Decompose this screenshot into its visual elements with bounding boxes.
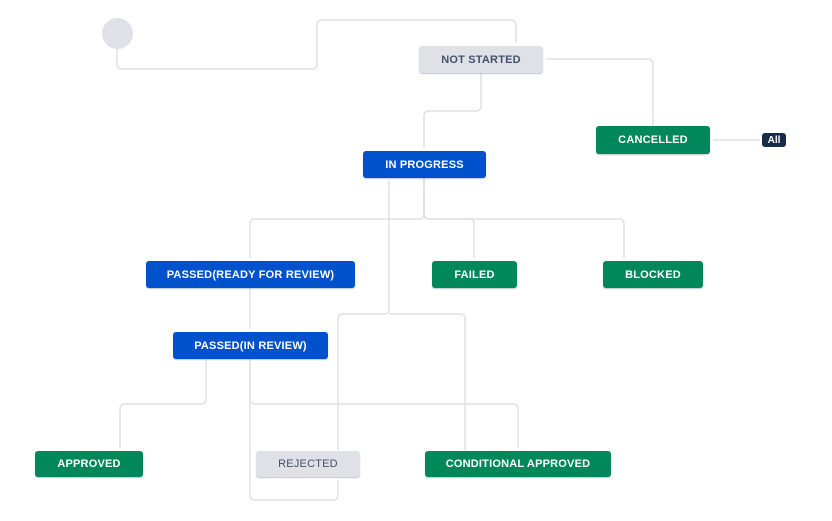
transition-passed-in-review-to-conditional [249, 359, 519, 448]
transition-in-progress-to-passed-ready [249, 178, 425, 258]
transition-passed-in-review-to-approved [119, 359, 207, 448]
transition-not-started-to-in-progress [423, 73, 482, 148]
start-node [102, 18, 133, 49]
status-conditional-approved[interactable]: CONDITIONAL APPROVED [425, 451, 611, 477]
transition-conditional-to-in-progress [389, 313, 466, 450]
status-not-started[interactable]: NOT STARTED [419, 46, 543, 73]
status-passed-ready-for-review[interactable]: PASSED(READY FOR REVIEW) [146, 261, 355, 288]
status-in-progress[interactable]: IN PROGRESS [363, 151, 486, 178]
transition-passed-in-review-to-rejected [249, 359, 339, 501]
status-cancelled[interactable]: CANCELLED [596, 126, 710, 154]
global-transition-badge: All [762, 133, 786, 147]
status-blocked[interactable]: BLOCKED [603, 261, 703, 288]
status-failed[interactable]: FAILED [432, 261, 517, 288]
status-approved[interactable]: APPROVED [35, 451, 143, 477]
status-passed-in-review[interactable]: PASSED(IN REVIEW) [173, 332, 328, 359]
transition-start-to-not-started [116, 19, 517, 70]
status-rejected[interactable]: REJECTED [256, 451, 360, 477]
transition-in-progress-to-failed [423, 178, 475, 258]
transition-rejected-to-in-progress [337, 181, 390, 450]
transition-in-progress-to-blocked [423, 178, 625, 258]
transition-cancelled-to-not-started [546, 58, 654, 126]
